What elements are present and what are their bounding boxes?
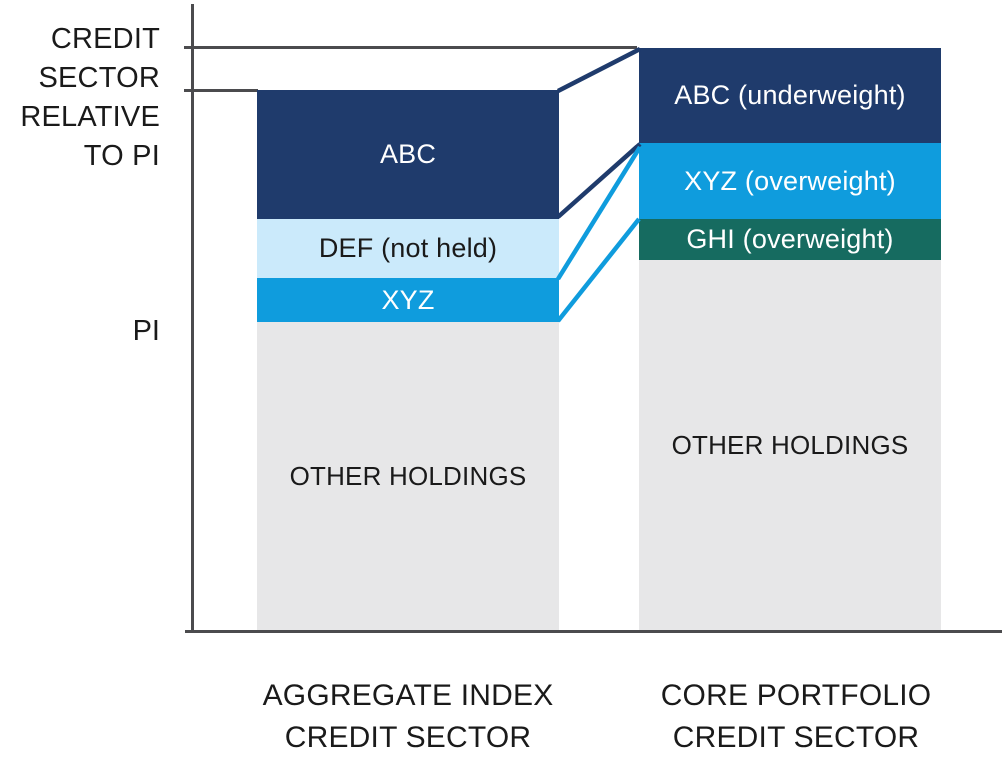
index-segment-def-not-held: DEF (not held) (257, 219, 559, 278)
y-axis-upper-label-line: TO PI (83, 140, 160, 172)
reference-line-portfolio-top (184, 46, 637, 49)
y-axis-line (191, 4, 194, 633)
connector-xyz-bottom-line (556, 217, 641, 323)
x-label-line: CORE PORTFOLIO (660, 679, 932, 712)
y-axis-upper-label-line: RELATIVE (20, 101, 160, 133)
x-label-core-portfolio: CORE PORTFOLIO CREDIT SECTOR (626, 675, 966, 759)
connector-xyz-top-line (556, 145, 642, 281)
segment-label: OTHER HOLDINGS (671, 429, 909, 460)
portfolio-segment-xyz-overweight: XYZ (overweight) (639, 143, 941, 219)
y-axis-pi-label: PI (132, 315, 160, 347)
x-axis-line (185, 630, 1002, 633)
segment-label: ABC (underweight) (674, 80, 906, 110)
connector-bar-top-line (556, 46, 642, 94)
segment-label: DEF (not held) (318, 233, 498, 263)
connector-abc-bottom-line (556, 142, 642, 219)
segment-label: ABC (379, 139, 437, 169)
x-label-line: CREDIT SECTOR (672, 721, 920, 754)
portfolio-segment-abc-underweight: ABC (underweight) (639, 48, 941, 143)
y-axis-upper-label-line: CREDIT (50, 23, 160, 55)
index-bar: ABC DEF (not held) XYZ OTHER HOLDINGS (257, 0, 559, 781)
index-segment-abc: ABC (257, 90, 559, 219)
reference-line-index-top (184, 89, 258, 92)
x-label-line: CREDIT SECTOR (284, 721, 532, 754)
index-segment-xyz: XYZ (257, 278, 559, 322)
y-axis-upper-label: CREDIT SECTOR RELATIVE TO PI (18, 20, 160, 176)
index-segment-other-holdings: OTHER HOLDINGS (257, 322, 559, 630)
portfolio-bar: ABC (underweight) XYZ (overweight) GHI (… (639, 0, 941, 781)
y-axis-upper-label-line: SECTOR (38, 62, 160, 94)
segment-label: GHI (overweight) (686, 224, 894, 254)
portfolio-segment-ghi-overweight: GHI (overweight) (639, 219, 941, 260)
portfolio-segment-other-holdings: OTHER HOLDINGS (639, 260, 941, 630)
segment-label: XYZ (overweight) (684, 165, 896, 196)
segment-label: OTHER HOLDINGS (289, 460, 527, 491)
x-label-line: AGGREGATE INDEX (262, 679, 554, 712)
segment-label: XYZ (381, 284, 435, 315)
x-label-aggregate-index: AGGREGATE INDEX CREDIT SECTOR (238, 675, 578, 759)
